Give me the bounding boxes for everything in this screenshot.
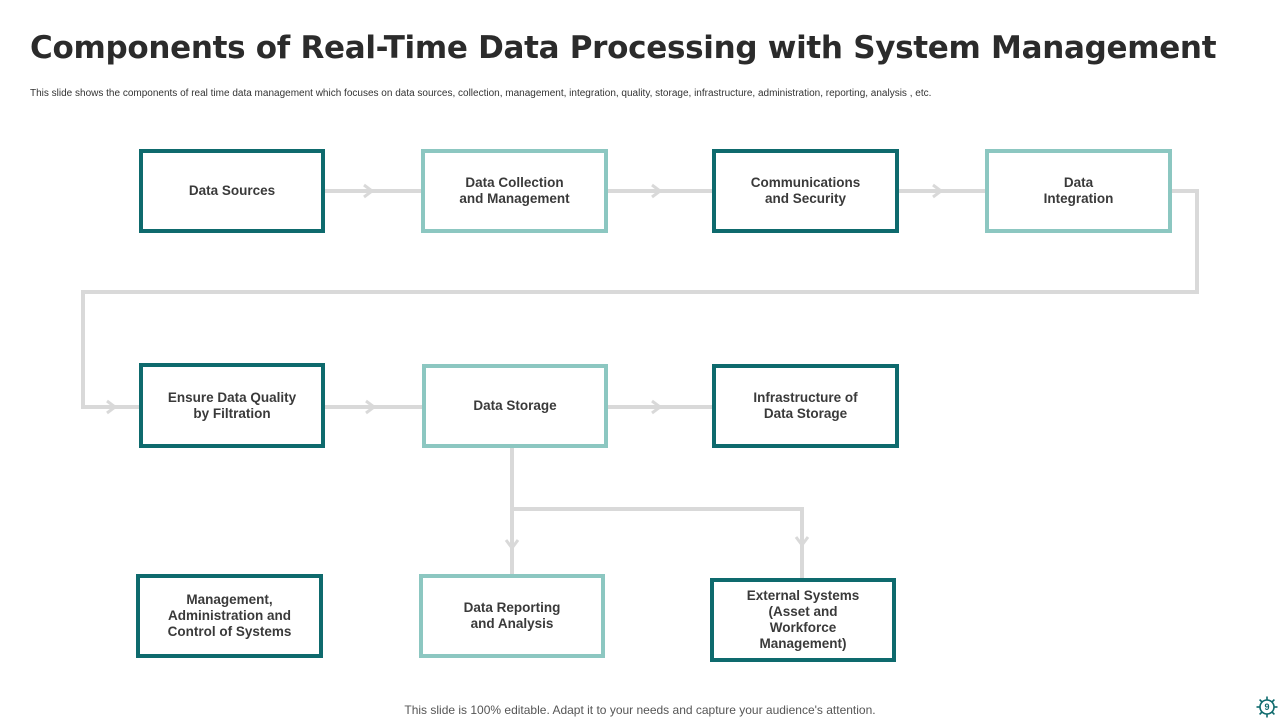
box-communications-security: Communications and Security bbox=[712, 149, 899, 233]
slide-title: Components of Real-Time Data Processing … bbox=[30, 30, 1217, 66]
arrow-chevron bbox=[504, 539, 520, 551]
box-external-systems: External Systems (Asset and Workforce Ma… bbox=[710, 578, 896, 662]
slide-subtitle: This slide shows the components of real … bbox=[30, 88, 932, 99]
box-data-reporting: Data Reporting and Analysis bbox=[419, 574, 605, 658]
box-management: Management, Administration and Control o… bbox=[136, 574, 323, 658]
arrow-chevron bbox=[106, 399, 118, 415]
box-data-integration: Data Integration bbox=[985, 149, 1172, 233]
box-data-collection: Data Collection and Management bbox=[421, 149, 608, 233]
box-data-quality: Ensure Data Quality by Filtration bbox=[139, 363, 325, 448]
arrow-chevron bbox=[651, 399, 663, 415]
arrow-chevron bbox=[365, 399, 377, 415]
arrow-chevron bbox=[932, 183, 944, 199]
footer-note: This slide is 100% editable. Adapt it to… bbox=[404, 703, 876, 717]
arrow-chevron bbox=[794, 536, 810, 548]
box-infrastructure: Infrastructure of Data Storage bbox=[712, 364, 899, 448]
page-number: 9 bbox=[1264, 702, 1270, 712]
gear-icon bbox=[1256, 696, 1278, 718]
arrow-chevron bbox=[651, 183, 663, 199]
box-data-sources: Data Sources bbox=[139, 149, 325, 233]
arrow-chevron bbox=[363, 183, 375, 199]
connector-integration-quality bbox=[81, 189, 1199, 409]
page-number-badge: 9 bbox=[1255, 695, 1279, 719]
box-data-storage: Data Storage bbox=[422, 364, 608, 448]
connector-storage-branch bbox=[510, 447, 804, 579]
